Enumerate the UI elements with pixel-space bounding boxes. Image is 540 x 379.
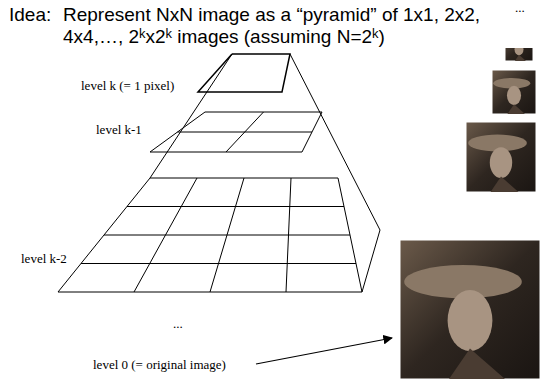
ellipsis: ...: [172, 316, 184, 331]
level-label: level k (= 1 pixel): [80, 78, 175, 93]
title: Represent NxN image as a “pyramid” of 1x…: [62, 4, 534, 48]
pyramid-level: [198, 54, 290, 92]
image-thumbnail: [400, 240, 540, 379]
image-thumbnail: [492, 70, 536, 114]
heading-lead: Idea:: [8, 4, 52, 26]
leader-arrow: [256, 338, 392, 364]
pyramid-edge: [150, 54, 232, 178]
level-label: level k-1: [95, 122, 143, 137]
pyramid-level: [150, 112, 322, 152]
pyramid-edge: [290, 54, 380, 230]
pyramid-level: [58, 178, 362, 292]
level-label: level 0 (= original image): [92, 357, 227, 372]
ellipsis: ...: [514, 0, 526, 15]
image-thumbnail: [466, 122, 536, 192]
pyramid-edge: [362, 230, 380, 292]
level-label: level k-2: [20, 251, 68, 266]
